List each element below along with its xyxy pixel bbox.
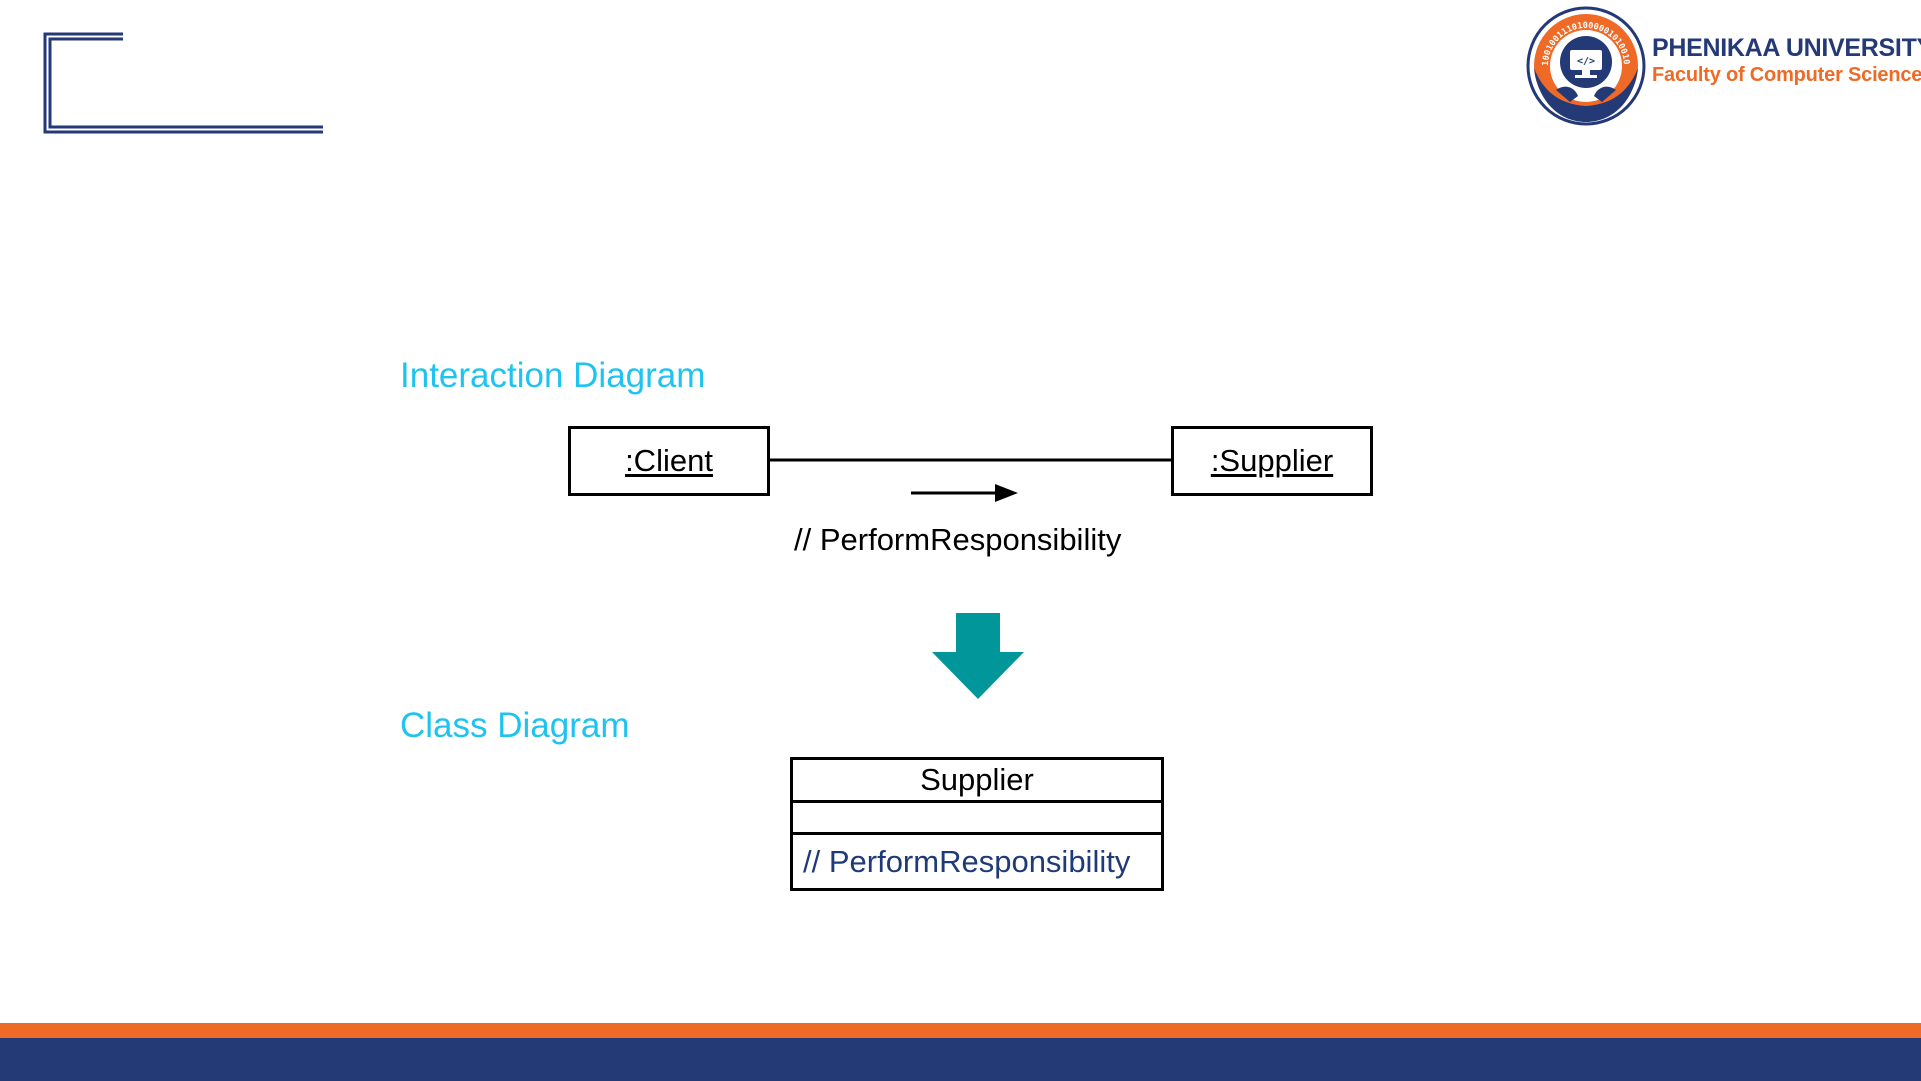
class-diagram-heading: Class Diagram: [400, 706, 630, 746]
supplier-object-label: :Supplier: [1211, 443, 1333, 479]
supplier-class-box: Supplier // PerformResponsibility: [790, 757, 1164, 891]
client-object-label: :Client: [625, 443, 713, 479]
message-label: // PerformResponsibility: [794, 522, 1121, 558]
corner-bracket-decoration: [43, 32, 323, 134]
right-arrow-icon: [911, 484, 1018, 502]
footer-navy-bar: [0, 1038, 1921, 1081]
university-logo: 1001001110100000101001001 </> PHENIKAA U…: [1524, 6, 1921, 124]
logo-subtitle: Faculty of Computer Science: [1652, 64, 1921, 87]
client-object-box: :Client: [568, 426, 770, 496]
supplier-object-box: :Supplier: [1171, 426, 1373, 496]
logo-title: PHENIKAA UNIVERSITY: [1652, 34, 1921, 63]
class-attributes-compartment: [793, 803, 1161, 835]
class-operation: // PerformResponsibility: [803, 844, 1130, 880]
interaction-diagram-heading: Interaction Diagram: [400, 356, 705, 396]
footer-orange-bar: [0, 1023, 1921, 1038]
university-emblem-icon: 1001001110100000101001001 </>: [1526, 6, 1646, 126]
class-name: Supplier: [793, 760, 1161, 803]
down-arrow-icon: [932, 613, 1024, 699]
emblem-code-symbol: </>: [1577, 56, 1595, 67]
